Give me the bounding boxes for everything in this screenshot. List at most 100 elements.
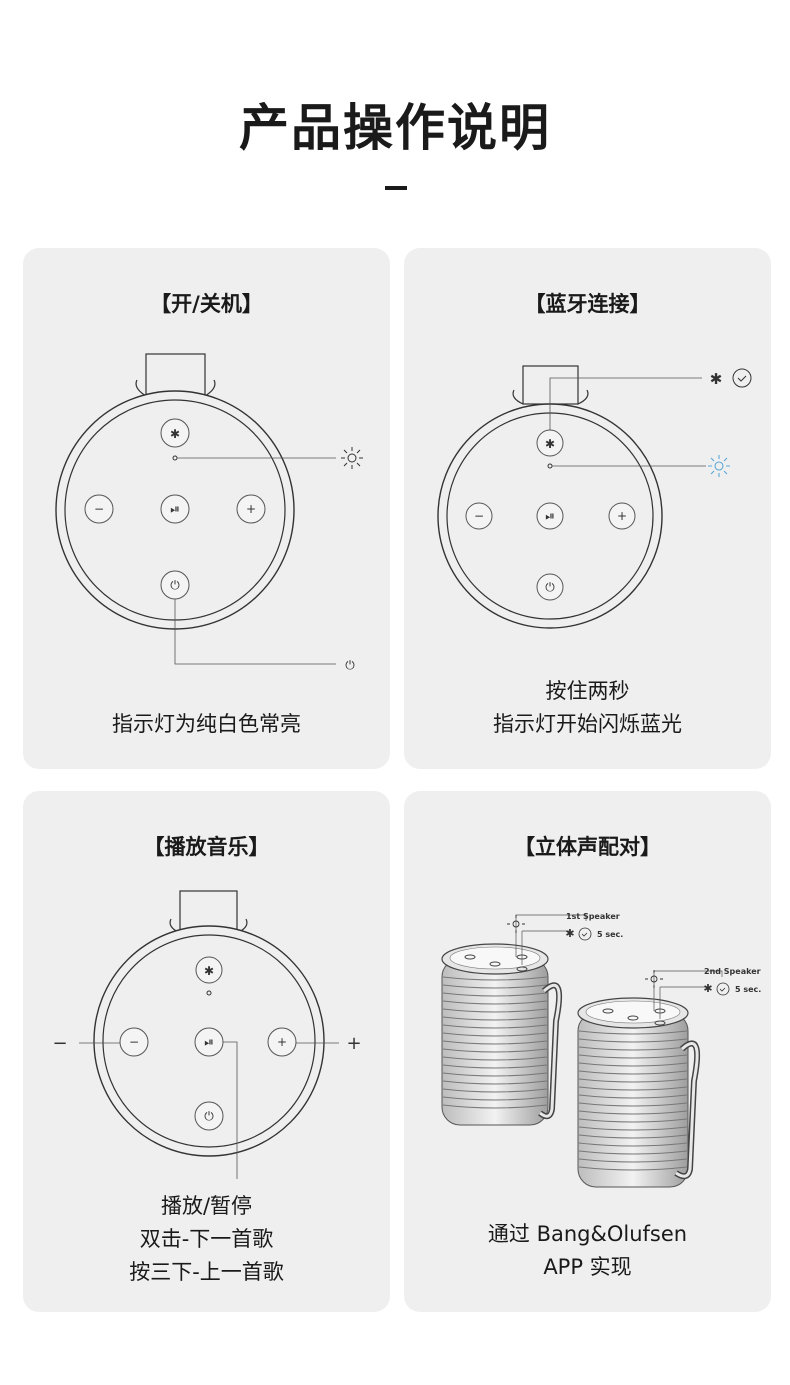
clock-icon: [578, 927, 592, 941]
power-icon: ⏻: [204, 1109, 214, 1123]
grille-rib: [442, 976, 548, 981]
grille-rib: [578, 1078, 688, 1083]
speaker-label: 1st Speaker: [566, 912, 620, 921]
status-led: [206, 990, 212, 996]
grille-rib: [578, 1046, 688, 1051]
bluetooth-icon: ✱: [703, 982, 712, 995]
card-description: 按住两秒 指示灯开始闪烁蓝光: [493, 679, 682, 736]
speaker-top-diagram: ✱ − + − ⏯ + ⏻: [52, 890, 362, 1179]
power-icon: ⏻: [545, 580, 555, 594]
plus-label: +: [346, 1033, 361, 1054]
grille-rib: [578, 1158, 688, 1163]
speaker-label: 2nd Speaker: [704, 967, 761, 976]
play-pause-icon: ⏯: [204, 1035, 214, 1049]
grille-rib: [578, 1062, 688, 1067]
grille-rib: [578, 1038, 688, 1043]
grille-rib: [578, 1134, 688, 1139]
bluetooth-icon: ✱: [204, 964, 214, 978]
minus-label: −: [52, 1033, 67, 1054]
grille-rib: [442, 1088, 548, 1093]
grille-rib: [442, 992, 548, 997]
power-icon: ⏻: [170, 578, 180, 592]
page-title: 产品操作说明: [239, 99, 551, 157]
minus-icon: −: [94, 502, 104, 516]
grille-rib: [442, 1096, 548, 1101]
card-play-music: 【播放音乐】 ✱ − + − ⏯ + ⏻: [23, 791, 390, 1312]
plus-icon: +: [246, 502, 256, 516]
card-heading: 【立体声配对】: [514, 835, 661, 859]
grille-rib: [578, 1118, 688, 1123]
clock-icon: [716, 982, 730, 996]
grille-rib: [442, 1064, 548, 1069]
plus-icon: +: [617, 509, 627, 523]
bluetooth-icon: ✱: [545, 437, 555, 451]
grille-rib: [442, 1104, 548, 1109]
bluetooth-icon: ✱: [565, 927, 574, 940]
grille-rib: [442, 1032, 548, 1037]
light-icon: [708, 455, 730, 477]
card-heading: 【开/关机】: [150, 292, 263, 316]
grille-rib: [578, 1070, 688, 1075]
grille-rib: [578, 1030, 688, 1035]
card-description: 指示灯为纯白色常亮: [112, 712, 301, 736]
card-heading: 【蓝牙连接】: [524, 292, 651, 316]
minus-button[interactable]: −: [465, 502, 493, 530]
card-power: 【开/关机】 ✱ − ⏯ +: [23, 248, 390, 769]
grille-rib: [442, 1040, 548, 1045]
grille-rib: [578, 1086, 688, 1091]
minus-button[interactable]: −: [84, 494, 114, 524]
grille-rib: [442, 1048, 548, 1053]
card-description: 通过 Bang&Olufsen APP 实现: [487, 1222, 688, 1279]
speaker-top-diagram: ✱ − ⏯ + ⏻ ⏻: [55, 353, 363, 672]
speaker-1: [441, 943, 563, 1126]
bluetooth-icon: ✱: [170, 427, 180, 441]
power-button[interactable]: ⏻: [160, 570, 190, 600]
power-button[interactable]: ⏻: [536, 573, 564, 601]
power-button[interactable]: ⏻: [194, 1101, 224, 1131]
grille-rib: [578, 1150, 688, 1155]
light-icon: [341, 447, 363, 469]
plus-button[interactable]: +: [608, 502, 636, 530]
bluetooth-button[interactable]: ✱: [160, 418, 190, 448]
clock-icon: [732, 368, 752, 388]
power-icon: ⏻: [345, 658, 355, 672]
play-pause-icon: ⏯: [545, 509, 555, 523]
timer-label: 5 sec.: [735, 985, 761, 994]
card-heading: 【播放音乐】: [143, 835, 270, 859]
bluetooth-icon: ✱: [710, 370, 723, 388]
grille-rib: [578, 1094, 688, 1099]
grille-rib: [578, 1102, 688, 1107]
grille-rib: [578, 1054, 688, 1059]
play-pause-button[interactable]: ⏯: [160, 494, 190, 524]
grille-rib: [442, 1080, 548, 1085]
grille-rib: [442, 1024, 548, 1029]
grille-rib: [442, 1016, 548, 1021]
minus-button[interactable]: −: [119, 1027, 149, 1057]
speaker-2: [577, 997, 701, 1188]
plus-button[interactable]: +: [236, 494, 266, 524]
timer-label: 5 sec.: [597, 930, 623, 939]
card-bluetooth: 【蓝牙连接】 ✱ ✱ − ⏯: [404, 248, 771, 769]
grille-rib: [442, 1000, 548, 1005]
card-description: 播放/暂停 双击-下一首歌 按三下-上一首歌: [129, 1194, 284, 1284]
grille-rib: [442, 1072, 548, 1077]
grille-rib: [442, 984, 548, 989]
title-divider: [385, 186, 407, 190]
minus-icon: −: [129, 1035, 139, 1049]
grille-rib: [442, 1008, 548, 1013]
play-pause-button[interactable]: ⏯: [536, 502, 564, 530]
grille-rib: [578, 1142, 688, 1147]
stereo-speakers-illustration: 1st Speaker ✱ 5 sec. 2nd Speaker ✱: [441, 912, 761, 1188]
light-icon: [507, 915, 525, 933]
grille-rib: [578, 1166, 688, 1171]
card-stereo-pairing: 【立体声配对】 1st Speake: [404, 791, 771, 1312]
play-pause-button[interactable]: ⏯: [194, 1027, 224, 1057]
plus-button[interactable]: +: [267, 1027, 297, 1057]
light-icon: [645, 970, 663, 988]
grille-rib: [442, 1056, 548, 1061]
bluetooth-button[interactable]: ✱: [536, 429, 564, 457]
bluetooth-button[interactable]: ✱: [195, 956, 223, 984]
play-pause-icon: ⏯: [170, 502, 180, 516]
plus-icon: +: [277, 1035, 287, 1049]
grille-rib: [578, 1110, 688, 1115]
